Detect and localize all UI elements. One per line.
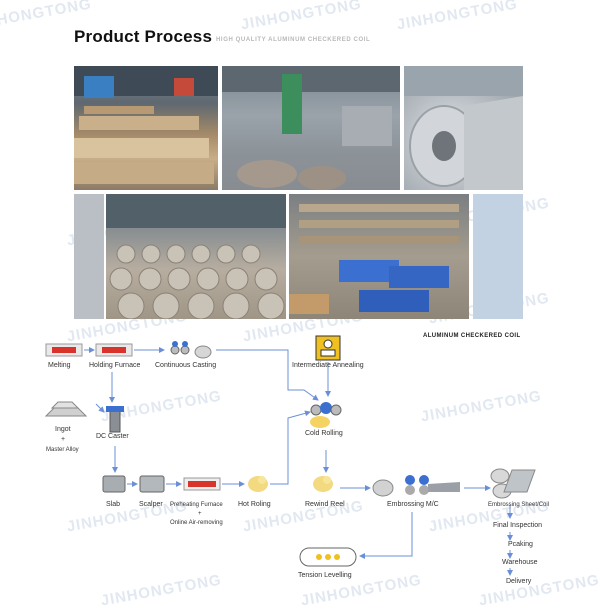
side-panel-left (74, 194, 104, 319)
page-title: Product Process (74, 27, 213, 46)
side-panel-right (473, 194, 523, 319)
intermediate-annealing-icon (315, 335, 341, 361)
plus-sign: + (61, 436, 66, 443)
hot-rolling-icon (248, 476, 268, 492)
plus-sign: + (198, 511, 202, 517)
master-alloy-label: Master Alloy (46, 447, 79, 453)
scalper-label: Scalper (139, 501, 163, 508)
sheet-storage-photo (289, 194, 469, 319)
online-air-removing-label: Online Air-removing (170, 520, 223, 526)
embossing-mc-label: Embrossing M/C (387, 501, 439, 508)
tension-levelling-icon (299, 547, 357, 567)
page-subtitle: HIGH QUALITY ALUMINUM CHECKERED COIL (216, 37, 371, 43)
pcaking-label: Pcaking (508, 541, 533, 548)
slab-label: Slab (106, 501, 121, 508)
ingot-label: Ingot (55, 426, 71, 433)
dc-caster-label: DC Caster (96, 433, 129, 440)
rewind-reel-icon (313, 476, 333, 492)
warehouse-label: Warehouse (502, 559, 538, 566)
embossing-machine-icon (372, 475, 460, 497)
embossing-sheet-icon (490, 468, 536, 499)
continuous-casting-icon (170, 341, 212, 359)
intermediate-annealing-label: Intermediate Annealing (292, 362, 364, 369)
dc-caster-icon (106, 406, 124, 433)
cold-rolling-label: Cold Rolling (305, 430, 343, 437)
preheating-furnace-label: Preheating Furnace (170, 502, 223, 508)
melting-furnace-icon (45, 343, 83, 357)
hot-roling-label: Hot Roling (238, 501, 271, 508)
melting-label: Melting (48, 362, 71, 369)
delivery-label: Delivery (506, 578, 532, 585)
scalper-icon (139, 475, 165, 493)
ingot-icon (44, 401, 88, 417)
holding-furnace-icon (95, 343, 133, 357)
holding-furnace-label: Holding Furnace (89, 362, 141, 369)
embossing-sheet-coil-label: Embrossing Sheet/Coil (488, 502, 550, 508)
continuous-casting-label: Continuous Casting (155, 362, 217, 369)
warehouse-photo (74, 66, 218, 190)
cold-rolling-icon (310, 402, 342, 428)
factory-coils-photo (222, 66, 400, 190)
final-inspection-label: Final Inspection (493, 522, 543, 529)
checkered-coil-photo (404, 66, 523, 190)
tension-levelling-label: Tension Levelling (298, 572, 352, 579)
preheating-furnace-icon (183, 477, 221, 491)
slab-icon (102, 475, 126, 493)
gallery-caption: ALUMINUM CHECKERED COIL (423, 333, 521, 339)
coil-storage-photo (106, 194, 286, 319)
rewind-reel-label: Rewind Reel (305, 501, 345, 508)
